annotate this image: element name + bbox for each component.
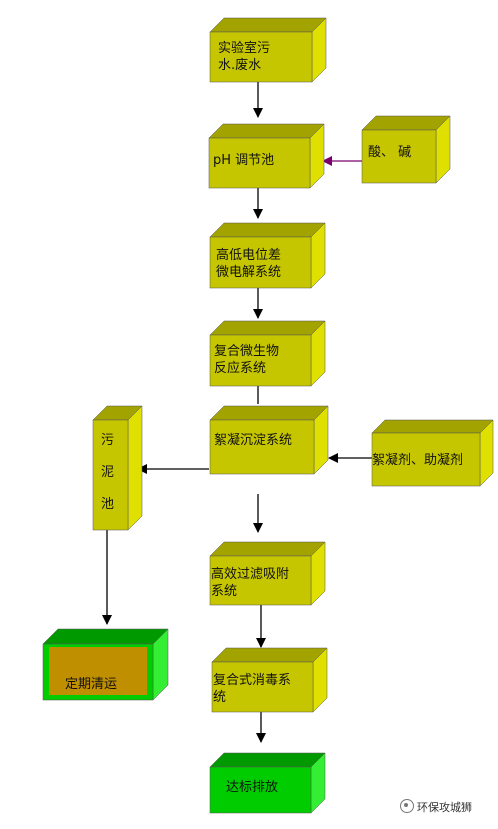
box-label-line: 污 (101, 433, 114, 448)
box-front-face (361, 129, 437, 184)
box-side-face (127, 405, 143, 531)
box-front-face (92, 419, 129, 531)
box-label-line: 实验室污 (218, 40, 270, 56)
watermark: 环保攻城狮 (400, 799, 472, 815)
box-top-face (42, 628, 169, 645)
box-label-line: 高低电位差 (216, 247, 281, 263)
box-front-face (211, 661, 314, 713)
box-inner-panel (49, 647, 147, 695)
box-label-line: 高效过滤吸附 (211, 566, 289, 582)
watermark-text: 环保攻城狮 (417, 801, 472, 814)
box-top-face (209, 320, 326, 336)
box-compliant-discharge: 达标排放 (209, 752, 326, 814)
box-top-face (361, 115, 451, 131)
box-front-face (209, 419, 315, 475)
box-front-face (208, 137, 311, 189)
box-label-line: 复合微生物 (214, 344, 279, 359)
box-flocculation: 絮凝沉淀系统 (209, 405, 329, 475)
box-sludge-tank: 污泥池 (92, 405, 143, 531)
box-label-line: 复合式消毒系 (213, 673, 291, 688)
box-top-face (209, 405, 329, 421)
box-front-face (209, 31, 313, 83)
box-label-line: 酸、 碱 (368, 145, 411, 160)
box-flocculant: 絮凝剂、助凝剂 (371, 419, 494, 487)
box-ph-adjust-tank: pH 调节池 (208, 123, 325, 189)
box-label-line: 反应系统 (214, 360, 266, 376)
box-label-line: 池 (101, 497, 114, 512)
box-label-line: 絮凝沉淀系统 (214, 432, 292, 448)
box-top-face (209, 541, 326, 557)
box-label-line: 泥 (101, 465, 114, 480)
box-top-face (208, 123, 325, 139)
box-label-line: 水.废水 (218, 57, 261, 73)
box-front-face (209, 766, 312, 814)
box-label-line: 絮凝剂、助凝剂 (372, 452, 463, 468)
box-acid-base: 酸、 碱 (361, 115, 451, 184)
wechat-icon (400, 799, 414, 813)
box-label-line: 统 (213, 690, 226, 705)
box-front-face (209, 334, 312, 387)
box-top-face (211, 647, 328, 663)
box-front-face (209, 555, 312, 606)
box-top-face (209, 222, 326, 238)
box-top-face (209, 752, 326, 768)
box-label-line: 达标排放 (226, 780, 278, 795)
box-label-line: 系统 (211, 584, 237, 599)
connectors (102, 82, 372, 743)
box-periodic-removal: 定期清运 (42, 628, 169, 701)
box-front-face (371, 432, 481, 487)
box-label-line: pH 调节池 (213, 153, 274, 168)
box-label-line: 定期清运 (65, 677, 117, 692)
box-label-line: 微电解系统 (216, 265, 281, 280)
box-top-face (371, 419, 494, 434)
box-front-face (209, 236, 312, 289)
box-top-face (209, 17, 327, 33)
